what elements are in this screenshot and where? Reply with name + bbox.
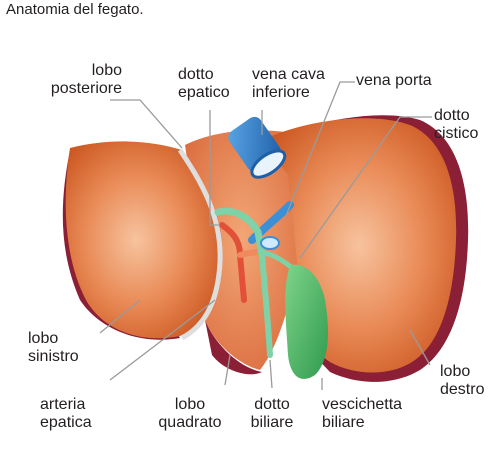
label-dotto-biliare: dotto biliare [240,396,304,432]
leader-lobo-quadrato [224,354,231,386]
label-line: arteria [40,396,86,413]
label-dotto-cistico: dotto cistico [434,107,478,143]
label-line: vena porta [356,72,432,89]
leader-dotto-cistico [299,116,432,259]
leader-dotto-epatico [209,110,220,226]
label-lobo-sinistro: lobo sinistro [28,330,79,366]
label-line: lobo [440,363,471,380]
label-vena-porta: vena porta [356,72,432,90]
label-line: dotto [434,107,470,124]
label-line: inferiore [252,84,310,101]
figure-title: Anatomia del fegato. [6,1,144,18]
label-line: dotto [254,396,290,413]
leader-dotto-biliare [269,359,273,389]
label-lobo-quadrato: lobo quadrato [150,396,230,432]
left-lobe [65,141,223,339]
vena-cava [228,116,287,179]
label-vena-cava-inferiore: vena cava inferiore [252,66,325,102]
leader-lobo-sinistro [99,299,141,334]
label-line: posteriore [50,80,122,97]
falciform-ligament [177,148,223,341]
quadrate-lobe-rim [205,320,262,375]
label-line: destro [440,381,485,398]
hepatic-duct [214,207,266,259]
leader-vena-porta [284,81,355,219]
label-line: quadrato [158,414,222,431]
gallbladder [285,264,328,379]
label-line: biliare [250,414,294,431]
label-line: vena cava [252,66,325,83]
label-line: epatica [40,414,92,431]
label-line: sinistro [28,348,79,365]
leader-lines [99,81,432,390]
label-line: biliare [322,414,365,431]
hepatic-artery-branch [237,247,278,258]
label-line: lobo [174,396,206,413]
portal-vein [248,201,294,244]
label-line: epatico [178,84,230,101]
label-line: dotto [178,66,214,83]
vessel-opening [260,236,280,250]
leader-lobo-destro [409,329,431,366]
label-line: cistico [434,125,479,142]
leader-lobo-posteriore [110,99,183,149]
label-lobo-destro: lobo destro [440,363,484,399]
label-line: lobo [28,330,59,347]
label-arteria-epatica: arteria epatica [40,396,92,432]
label-line: vescichetta [322,396,403,413]
label-vescichetta-biliare: vescichetta biliare [322,396,402,432]
common-bile-duct [259,252,273,358]
label-dotto-epatico: dotto epatico [178,66,230,102]
leader-arteria-epatica [109,299,216,381]
label-line: lobo [91,62,122,79]
label-lobo-posteriore: lobo posteriore [12,62,122,98]
